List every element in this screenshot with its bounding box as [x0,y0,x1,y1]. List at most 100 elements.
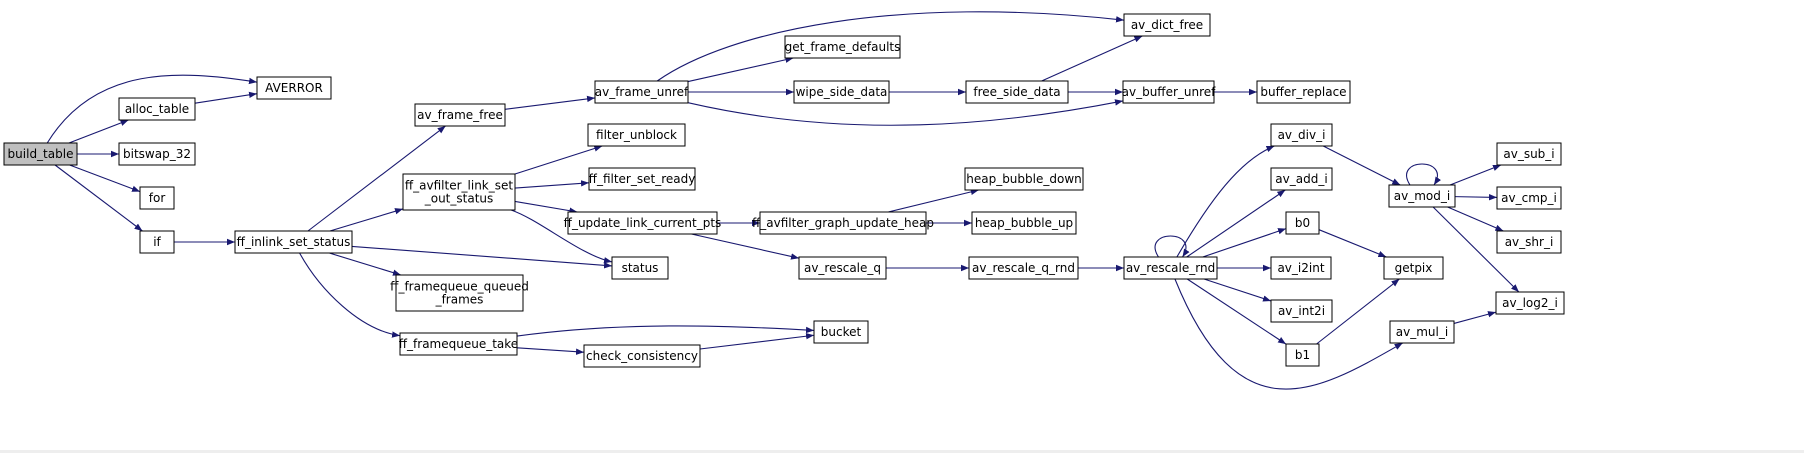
edge-build_table-to-if [54,164,143,232]
node-av_int2i[interactable]: av_int2i [1270,299,1333,323]
node-box [1496,142,1562,166]
edge-ff_avfilter_link_set_out_status-to-filter_unblock [514,145,603,175]
edge-av_rescale_rnd-to-av_div_i [1176,145,1275,258]
node-AVERROR[interactable]: AVERROR [256,76,332,100]
node-box [414,103,506,127]
node-box [1270,123,1333,147]
edge-ff_avfilter_graph_update_heap-to-heap_bubble_down [888,188,979,213]
node-buffer_replace[interactable]: buffer_replace [1256,80,1351,104]
node-label: buffer_replace [1260,85,1346,99]
node-box [3,142,78,166]
node-label: ff_framequeue_queued [390,280,529,294]
node-box [968,256,1079,280]
node-ff_update_link_current_pts[interactable]: ff_update_link_current_pts [564,211,722,235]
edge-av_frame_unref-to-av_dict_free [656,11,1125,82]
node-av_rescale_q[interactable]: av_rescale_q [798,256,887,280]
edge-av_mod_i-to-av_mod_i [1406,163,1442,186]
node-box [798,256,887,280]
node-label: _frames [435,293,484,307]
node-av_rescale_q_rnd[interactable]: av_rescale_q_rnd [968,256,1079,280]
node-heap_bubble_up[interactable]: heap_bubble_up [971,211,1077,235]
node-label: _out_status [424,192,494,206]
node-av_buffer_unref[interactable]: av_buffer_unref [1122,80,1217,104]
node-ff_avfilter_graph_update_heap[interactable]: ff_avfilter_graph_update_heap [752,211,934,235]
node-box [964,167,1084,191]
node-box [1270,299,1333,323]
node-status[interactable]: status [611,256,669,280]
node-if[interactable]: if [139,230,175,254]
node-label: ff_avfilter_graph_update_heap [752,216,934,230]
node-box [1123,256,1218,280]
node-label: heap_bubble_down [966,172,1082,186]
node-box [587,123,686,147]
node-b0[interactable]: b0 [1285,211,1320,235]
node-box [1123,13,1211,37]
node-ff_inlink_set_status[interactable]: ff_inlink_set_status [234,230,353,254]
node-ff_framequeue_take[interactable]: ff_framequeue_take [399,332,518,356]
node-ff_framequeue_queued_frames[interactable]: ff_framequeue_queued_frames [390,274,529,312]
node-box [1122,80,1215,104]
node-box [118,142,196,166]
node-filter_unblock[interactable]: filter_unblock [587,123,686,147]
node-heap_bubble_down[interactable]: heap_bubble_down [964,167,1084,191]
node-av_dict_free[interactable]: av_dict_free [1123,13,1211,37]
edge-ff_framequeue_take-to-bucket [516,325,815,337]
node-bitswap_32[interactable]: bitswap_32 [118,142,196,166]
node-box [965,80,1069,104]
node-label: av_rescale_q_rnd [972,261,1075,275]
node-check_consistency[interactable]: check_consistency [583,344,701,368]
node-av_cmp_i[interactable]: av_cmp_i [1496,186,1562,210]
edge-build_table-to-alloc_table [68,119,129,144]
edge-av_rescale_rnd-to-b0 [1202,228,1287,258]
node-box [971,211,1077,235]
node-box [256,76,332,100]
node-av_sub_i[interactable]: av_sub_i [1496,142,1562,166]
node-box [118,97,196,121]
node-av_mul_i[interactable]: av_mul_i [1389,320,1455,344]
node-wipe_side_data[interactable]: wipe_side_data [793,80,890,104]
node-av_frame_free[interactable]: av_frame_free [414,103,506,127]
node-get_frame_defaults[interactable]: get_frame_defaults [784,35,901,59]
node-label: av_frame_free [417,108,503,122]
node-label: wipe_side_data [796,85,888,99]
edges [46,11,1520,390]
node-av_frame_unref[interactable]: av_frame_unref [594,80,689,104]
node-box [813,320,869,344]
node-box [594,80,689,104]
node-getpix[interactable]: getpix [1383,256,1444,280]
node-alloc_table[interactable]: alloc_table [118,97,196,121]
node-free_side_data[interactable]: free_side_data [965,80,1069,104]
node-ff_filter_set_ready[interactable]: ff_filter_set_ready [588,167,696,191]
edge-alloc_table-to-AVERROR [194,91,258,104]
node-label: heap_bubble_up [975,216,1073,230]
node-av_log2_i[interactable]: av_log2_i [1495,291,1565,315]
node-av_shr_i[interactable]: av_shr_i [1496,230,1562,254]
edge-av_mod_i-to-av_sub_i [1449,164,1502,186]
edge-ff_avfilter_link_set_out_status-to-ff_update_link_current_pts [514,200,578,214]
node-av_mod_i[interactable]: av_mod_i [1388,184,1456,208]
node-box [139,230,175,254]
node-ff_avfilter_link_set_out_status[interactable]: ff_avfilter_link_set_out_status [402,173,516,211]
node-av_add_i[interactable]: av_add_i [1270,167,1333,191]
node-build_table[interactable]: build_table [3,142,78,166]
node-av_div_i[interactable]: av_div_i [1270,123,1333,147]
node-label: ff_inlink_set_status [237,235,351,249]
node-label: ff_filter_set_ready [589,172,696,186]
node-av_rescale_rnd[interactable]: av_rescale_rnd [1123,256,1218,280]
edge-av_frame_unref-to-av_buffer_unref [687,99,1124,126]
edge-av_mod_i-to-av_log2_i [1432,206,1520,293]
node-bucket[interactable]: bucket [813,320,869,344]
node-box [402,173,516,211]
node-box [1389,320,1455,344]
node-box [1270,167,1333,191]
node-box [793,80,890,104]
node-av_i2int[interactable]: av_i2int [1270,256,1332,280]
edge-build_table-to-for [69,164,141,193]
node-box [1495,291,1565,315]
node-label: av_rescale_q [804,261,881,275]
node-for[interactable]: for [139,186,175,210]
node-label: av_cmp_i [1501,191,1557,205]
node-box [139,186,175,210]
node-b1[interactable]: b1 [1285,343,1320,367]
